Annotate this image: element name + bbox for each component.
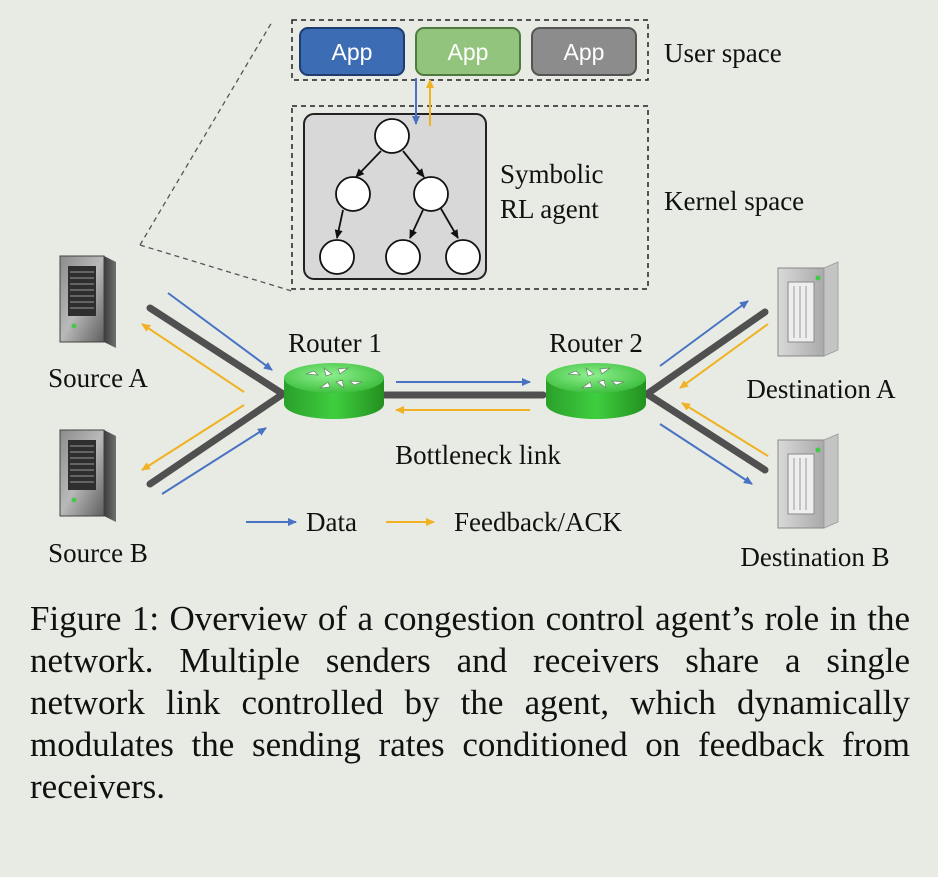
network-diagram: App App App User space Symbolic RL agent… <box>48 19 896 572</box>
app-gray-label: App <box>564 39 605 65</box>
legend: Data Feedback/ACK <box>246 507 622 537</box>
app-blue-box <box>299 27 405 76</box>
router-2-label: Router 2 <box>549 328 643 358</box>
agent-label-line1: Symbolic <box>500 159 604 189</box>
source-a-server[interactable] <box>59 255 117 349</box>
zoom-guide-upper <box>139 21 273 246</box>
feedback-arrows <box>141 323 769 471</box>
app-gray-box <box>531 27 637 76</box>
user-space-box <box>291 19 649 81</box>
app-green-label: App <box>448 39 489 65</box>
bottleneck-link-label: Bottleneck link <box>395 440 561 470</box>
app-blue[interactable]: App <box>299 27 405 76</box>
router-1-label: Router 1 <box>288 328 382 358</box>
destination-b-label: Destination B <box>740 542 889 572</box>
legend-data-label: Data <box>306 507 357 537</box>
source-b-server[interactable] <box>59 429 117 523</box>
agent-label-line2: RL agent <box>500 194 599 224</box>
zoom-guide-lower <box>139 244 296 293</box>
network-links <box>146 304 769 488</box>
destination-a-label: Destination A <box>746 374 896 404</box>
user-space-label: User space <box>664 38 782 68</box>
app-green[interactable]: App <box>415 27 521 76</box>
router-2[interactable] <box>545 362 647 420</box>
app-gray[interactable]: App <box>531 27 637 76</box>
kernel-space-label: Kernel space <box>664 186 804 216</box>
figure-caption: Figure 1: Overview of a congestion contr… <box>30 599 910 806</box>
source-a-label: Source A <box>48 363 148 393</box>
router-1[interactable] <box>283 362 385 420</box>
app-blue-label: App <box>332 39 373 65</box>
data-arrows <box>161 292 753 495</box>
source-b-label: Source B <box>48 538 148 568</box>
destination-a-server[interactable] <box>777 261 839 357</box>
agent-tree-box <box>303 113 487 280</box>
legend-feedback-label: Feedback/ACK <box>454 507 622 537</box>
decision-tree <box>319 118 481 275</box>
app-green-box <box>415 27 521 76</box>
destination-b-server[interactable] <box>777 433 839 529</box>
